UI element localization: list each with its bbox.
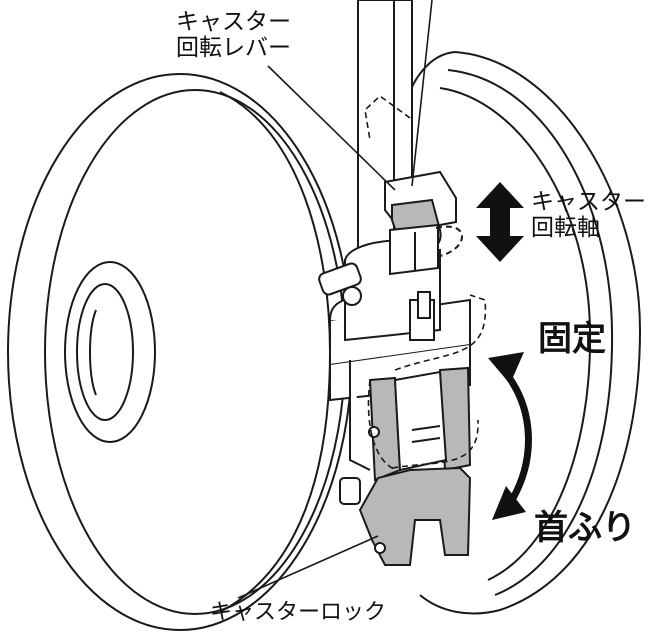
- axis-label-line-2: 回転軸: [531, 214, 600, 241]
- caster-rotation-lever: [384, 170, 463, 276]
- caster-lock-label: キャスターロック: [210, 600, 387, 625]
- caster-rotation-axis-label: キャスター 回転軸: [531, 189, 646, 242]
- axis-label-line-1: キャスター: [531, 189, 646, 215]
- leader-lines: [237, 0, 433, 599]
- lever-label-line-2: 回転レバー: [176, 34, 291, 61]
- curved-double-arrow: [488, 352, 532, 520]
- front-wheel: [7, 73, 353, 631]
- caster-fork: [339, 360, 472, 505]
- fixed-label: 固定: [538, 319, 606, 359]
- swivel-label: 首ふり: [534, 508, 636, 548]
- leader-top: [411, 0, 433, 187]
- caster-rotation-lever-label: キャスター 回転レバー: [176, 9, 291, 62]
- lever-label-line-1: キャスター: [176, 9, 291, 35]
- leader-lever: [267, 65, 396, 191]
- caster-lock: [358, 466, 472, 566]
- up-down-arrow: [476, 182, 524, 262]
- dashed-outline: [364, 94, 487, 471]
- leader-lock: [237, 535, 379, 599]
